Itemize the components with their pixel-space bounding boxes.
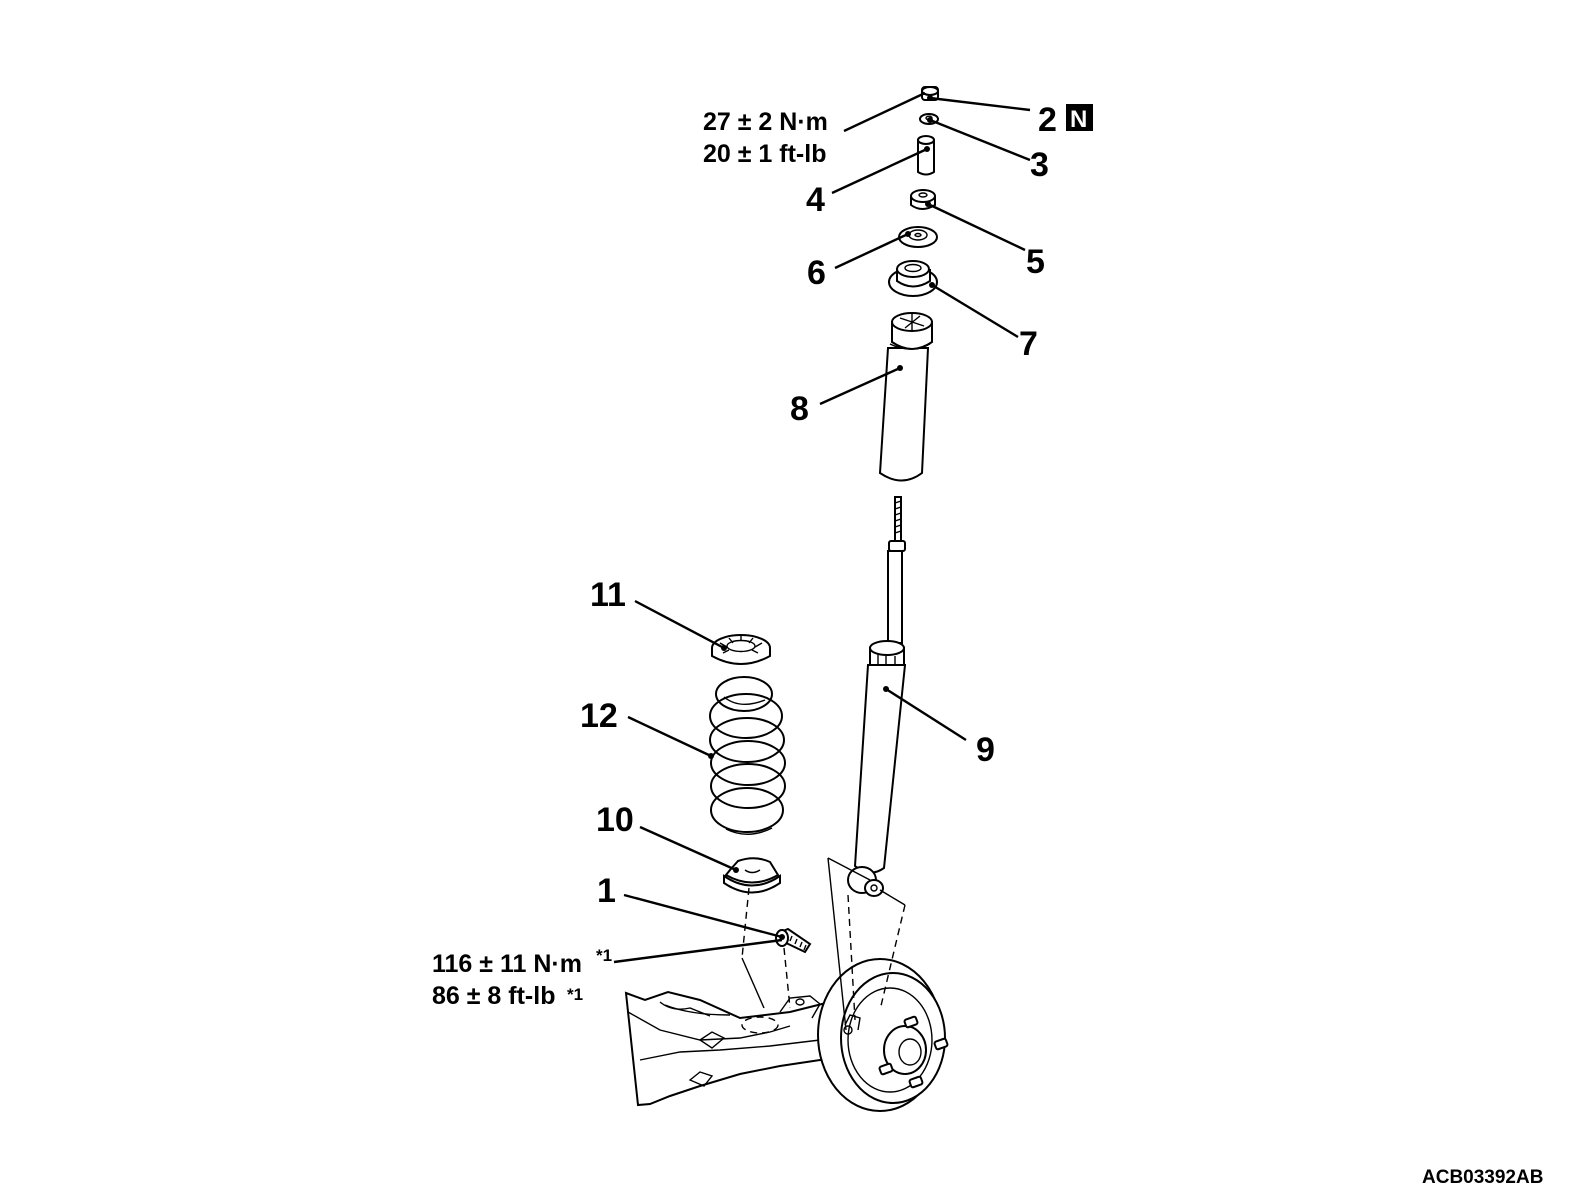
callout-12: 12 bbox=[580, 697, 618, 735]
part-6-cup-washer bbox=[898, 226, 938, 248]
torque-top-metric: 27 ± 2 N·m bbox=[703, 108, 828, 136]
callout-4: 4 bbox=[806, 181, 825, 219]
rear-axle-and-brake-drum bbox=[624, 958, 949, 1112]
part-8-dust-cover bbox=[878, 312, 933, 482]
torque-bottom-imperial: 86 ± 8 ft-lb bbox=[432, 982, 555, 1010]
part-9-shock-absorber bbox=[847, 496, 907, 897]
callout-2: 2 bbox=[1038, 101, 1057, 139]
torque-spec-bottom: 116 ± 11 N·m *1 86 ± 8 ft-lb *1 bbox=[432, 946, 612, 1010]
part-4-collar bbox=[917, 135, 935, 176]
callout-8: 8 bbox=[790, 390, 809, 428]
torque-bottom-imperial-note: *1 bbox=[567, 985, 583, 1004]
alignment-lines bbox=[741, 857, 906, 1031]
callout-1: 1 bbox=[597, 872, 616, 910]
part-2-nut bbox=[921, 86, 939, 101]
figure-id: ACB03392AB bbox=[1422, 1167, 1543, 1188]
callout-3: 3 bbox=[1030, 146, 1049, 184]
part-11-upper-spring-seat bbox=[711, 634, 771, 665]
torque-bottom-metric: 116 ± 11 N·m bbox=[432, 950, 582, 978]
callout-5: 5 bbox=[1026, 243, 1045, 281]
callout-7: 7 bbox=[1019, 325, 1038, 363]
part-12-coil-spring bbox=[709, 676, 786, 835]
new-part-badge bbox=[1066, 104, 1093, 131]
torque-spec-top: 27 ± 2 N·m 20 ± 1 ft-lb bbox=[703, 108, 828, 168]
part-7-mount-insulator bbox=[888, 260, 938, 297]
callout-11: 11 bbox=[590, 576, 626, 614]
torque-top-imperial: 20 ± 1 ft-lb bbox=[703, 140, 826, 168]
callout-9: 9 bbox=[976, 731, 995, 769]
new-part-badge-text: N bbox=[1070, 106, 1087, 133]
callout-10: 10 bbox=[596, 801, 634, 839]
torque-bottom-metric-note: *1 bbox=[596, 946, 612, 965]
callout-labels: 2 N 3 4 5 6 7 8 9 11 12 10 1 bbox=[580, 101, 1093, 910]
part-10-lower-spring-seat bbox=[723, 857, 781, 894]
callout-6: 6 bbox=[807, 254, 826, 292]
leader-lines bbox=[613, 91, 1031, 964]
